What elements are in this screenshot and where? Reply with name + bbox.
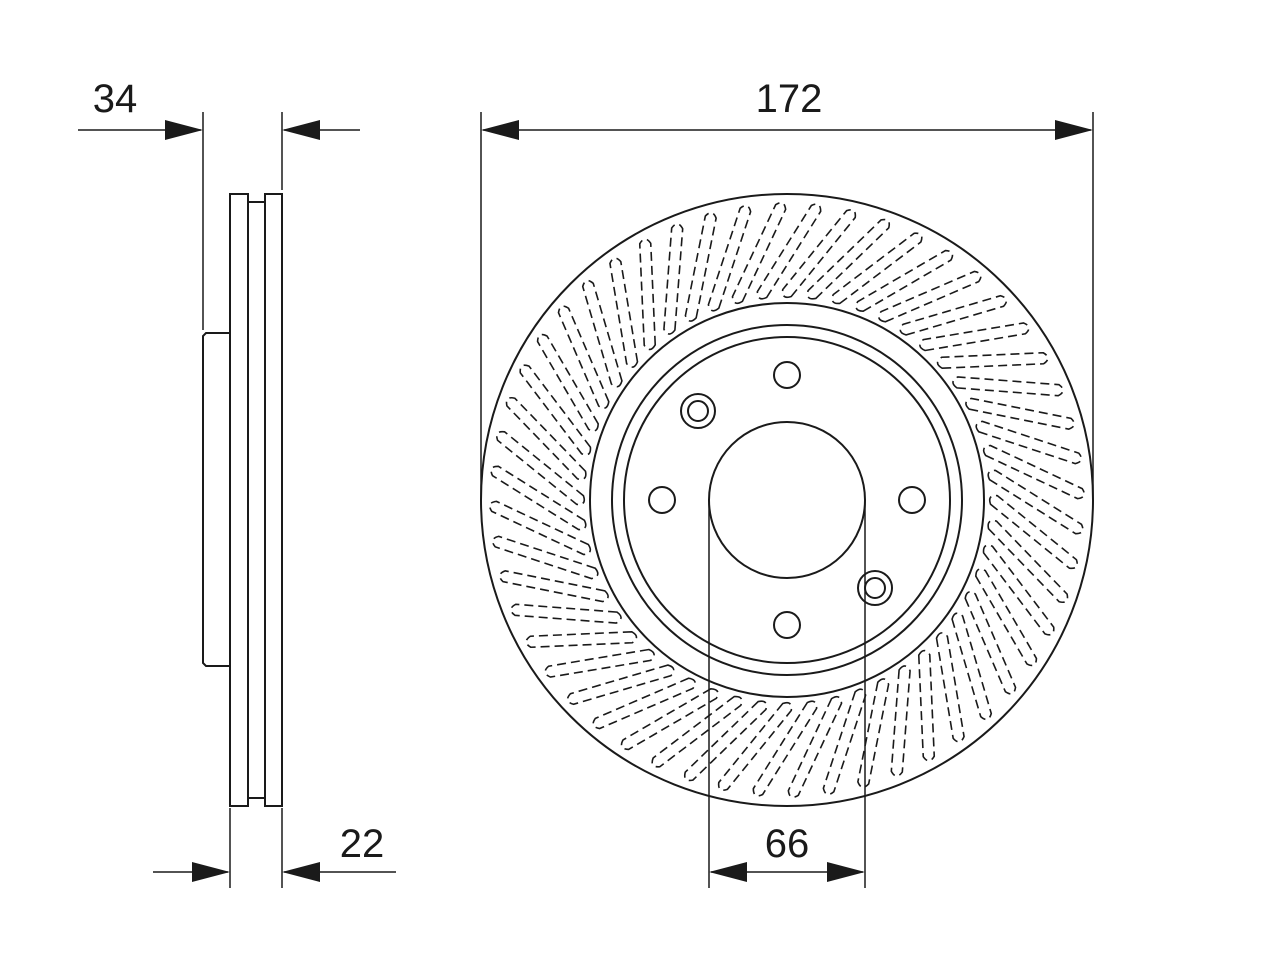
cooling-vane — [806, 218, 891, 300]
bolt-hole — [648, 486, 676, 514]
cooling-vane — [975, 420, 1083, 465]
cooling-vane — [752, 700, 818, 797]
cooling-vane — [964, 591, 1017, 695]
cooling-vane — [707, 204, 752, 312]
cooling-vane — [490, 465, 587, 531]
cooling-vane — [684, 211, 717, 322]
cooling-vane — [498, 570, 609, 603]
cooling-vane — [663, 223, 684, 335]
cooling-vane — [787, 695, 843, 799]
cooling-vane — [857, 678, 890, 789]
cooling-vane — [855, 249, 954, 313]
cooling-vane — [822, 688, 867, 796]
bolt-hole — [773, 611, 801, 639]
cooling-vane — [525, 630, 638, 649]
bolt-hole — [898, 486, 926, 514]
thickness-label: 34 — [93, 77, 138, 121]
cooling-vane — [683, 700, 768, 782]
cooling-vane — [917, 649, 936, 762]
cooling-vane — [831, 232, 923, 305]
min-thickness-label: 22 — [340, 822, 385, 866]
disc-outer-edge — [480, 193, 1094, 807]
cooling-vane — [651, 695, 743, 768]
cooling-vane — [491, 535, 599, 580]
center-bore-label: 66 — [765, 822, 810, 866]
arrowhead — [827, 862, 865, 882]
hat-step — [623, 336, 951, 664]
arrowhead — [282, 120, 320, 140]
diameter-label: 172 — [756, 77, 823, 121]
outer-friction-ring — [264, 193, 283, 807]
cooling-vane — [544, 648, 655, 678]
arrowhead — [192, 862, 230, 882]
cooling-vane — [592, 677, 696, 730]
front-view: 172 66 — [480, 77, 1094, 888]
cooling-vane — [951, 612, 993, 721]
inner-friction-ring — [229, 193, 249, 807]
cooling-vane — [557, 305, 610, 409]
cooling-vane — [495, 430, 586, 506]
center-bore — [708, 421, 866, 579]
arrowhead — [709, 862, 747, 882]
fixing-screw-hole — [857, 570, 893, 606]
cooling-vane — [982, 444, 1086, 500]
cooling-vane — [965, 397, 1076, 430]
side-view: 34 22 — [78, 77, 396, 888]
cooling-vane — [952, 376, 1064, 397]
cooling-vane — [717, 701, 793, 792]
arrowhead — [282, 862, 320, 882]
cooling-vane — [890, 665, 911, 777]
cooling-vane — [988, 494, 1079, 570]
cooling-vane — [581, 279, 623, 388]
cooling-vane — [638, 238, 657, 351]
cooling-vane — [987, 519, 1069, 604]
cooling-vane — [519, 364, 592, 456]
cooling-vane — [987, 469, 1084, 535]
arrowhead — [481, 120, 519, 140]
friction-ring-inner-edge — [589, 302, 985, 698]
hub-hat — [202, 332, 230, 667]
cooling-vane — [731, 201, 787, 305]
cooling-vanes — [488, 201, 1086, 799]
cooling-vane — [566, 664, 675, 706]
cooling-vane — [899, 294, 1008, 336]
bolt-hole — [773, 361, 801, 389]
cooling-vane — [974, 568, 1038, 667]
cooling-vane — [609, 257, 639, 368]
cooling-vane — [982, 544, 1055, 636]
cooling-vane — [919, 322, 1030, 352]
cooling-vane — [936, 351, 1049, 370]
fixing-screw-hole — [680, 393, 716, 429]
cooling-vane — [781, 208, 857, 299]
cooling-vane — [620, 687, 719, 751]
cooling-vane — [756, 203, 822, 300]
hat-outer-edge — [611, 324, 963, 676]
cooling-vane — [510, 603, 622, 624]
cooling-vane — [505, 396, 587, 481]
cooling-vane — [935, 632, 965, 743]
arrowhead — [1055, 120, 1093, 140]
arrowhead — [165, 120, 203, 140]
cooling-vane — [878, 270, 982, 323]
cooling-vane — [488, 500, 592, 556]
cooling-vane — [536, 333, 600, 432]
